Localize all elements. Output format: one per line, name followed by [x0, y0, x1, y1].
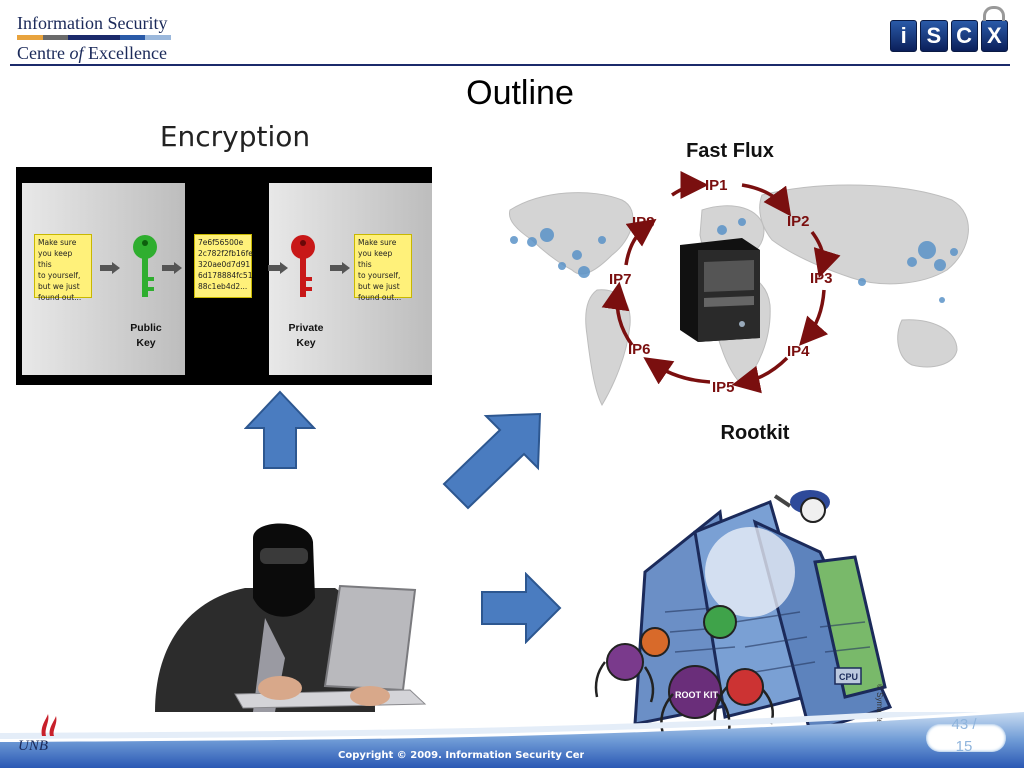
page-number-pill — [926, 724, 1006, 752]
ip-label-3: IP3 — [810, 270, 833, 287]
ip-label-2: IP2 — [787, 213, 810, 230]
arrow-icon — [268, 262, 288, 274]
diagonal-arrow — [442, 412, 542, 510]
hacker-photo — [155, 523, 427, 712]
iscx-letter: S — [920, 20, 948, 52]
host-dots — [510, 218, 958, 303]
arrow-icon — [162, 262, 182, 274]
logo-line-1: Information Security — [17, 13, 168, 33]
decrypted-note: Make sure you keep this to yourself, but… — [354, 234, 412, 302]
unb-logo-text: UNB — [18, 738, 48, 754]
ip-label-7: IP7 — [609, 271, 632, 288]
plaintext-note: Make sure you keep this to yourself, but… — [34, 234, 92, 302]
rootkit-cartoon: CPU PIN ROOT KIT © Symantec — [594, 490, 893, 741]
iscx-letter: X — [980, 20, 1008, 52]
iscx-letter: C — [950, 20, 978, 52]
logo-color-bar — [17, 35, 172, 40]
private-key-label: Private Key — [288, 322, 324, 349]
arrow-icon — [100, 262, 120, 274]
pin-label: PIN — [601, 680, 617, 695]
server-icon — [680, 238, 760, 342]
lock-icon — [983, 6, 1005, 21]
fast-flux-map: IP1 IP2 IP3 IP4 IP5 IP6 IP7 IP8 — [508, 171, 969, 407]
private-key-icon — [291, 235, 315, 297]
rootkit-title: Rootkit — [720, 422, 790, 444]
ip-label-8: IP8 — [632, 214, 655, 231]
unb-flame-icon — [41, 714, 57, 736]
symantec-credit: © Symantec — [875, 684, 884, 728]
slide-title: Outline — [466, 74, 574, 112]
ip-label-4: IP4 — [787, 343, 810, 360]
copyright-text: Copyright © 2009. Information Security C… — [338, 750, 584, 761]
ip-label-6: IP6 — [628, 341, 651, 358]
arrow-icon — [330, 262, 350, 274]
rootkit-creatures — [594, 605, 774, 741]
fast-flux-title: Fast Flux — [686, 140, 774, 162]
iscx-letter: i — [890, 20, 918, 52]
ip-label-5: IP5 — [712, 379, 735, 396]
right-arrow — [481, 572, 562, 644]
cpu-label: CPU — [839, 672, 858, 682]
footer-band — [0, 712, 1024, 768]
page-number: 43 / 15 — [951, 716, 977, 755]
iscx-logo: i S C X — [890, 10, 1008, 52]
encryption-title: Encryption — [159, 120, 311, 153]
public-key-icon — [133, 235, 157, 297]
police-character — [773, 490, 830, 523]
ip-label-1: IP1 — [705, 177, 728, 194]
public-key-label: Public Key — [130, 322, 162, 349]
header-rule — [10, 64, 1010, 66]
flux-cycle — [601, 171, 841, 394]
up-arrow — [244, 390, 316, 469]
ciphertext-note: 7e6f56500e 2c782f2fb16fe 320ae0d7d91 6d1… — [194, 234, 253, 298]
encryption-diagram: Make sure you keep this to yourself, but… — [16, 167, 432, 385]
logo-line-2: Centre of Excellence — [17, 43, 167, 63]
rootkit-label: ROOT KIT — [675, 690, 718, 700]
